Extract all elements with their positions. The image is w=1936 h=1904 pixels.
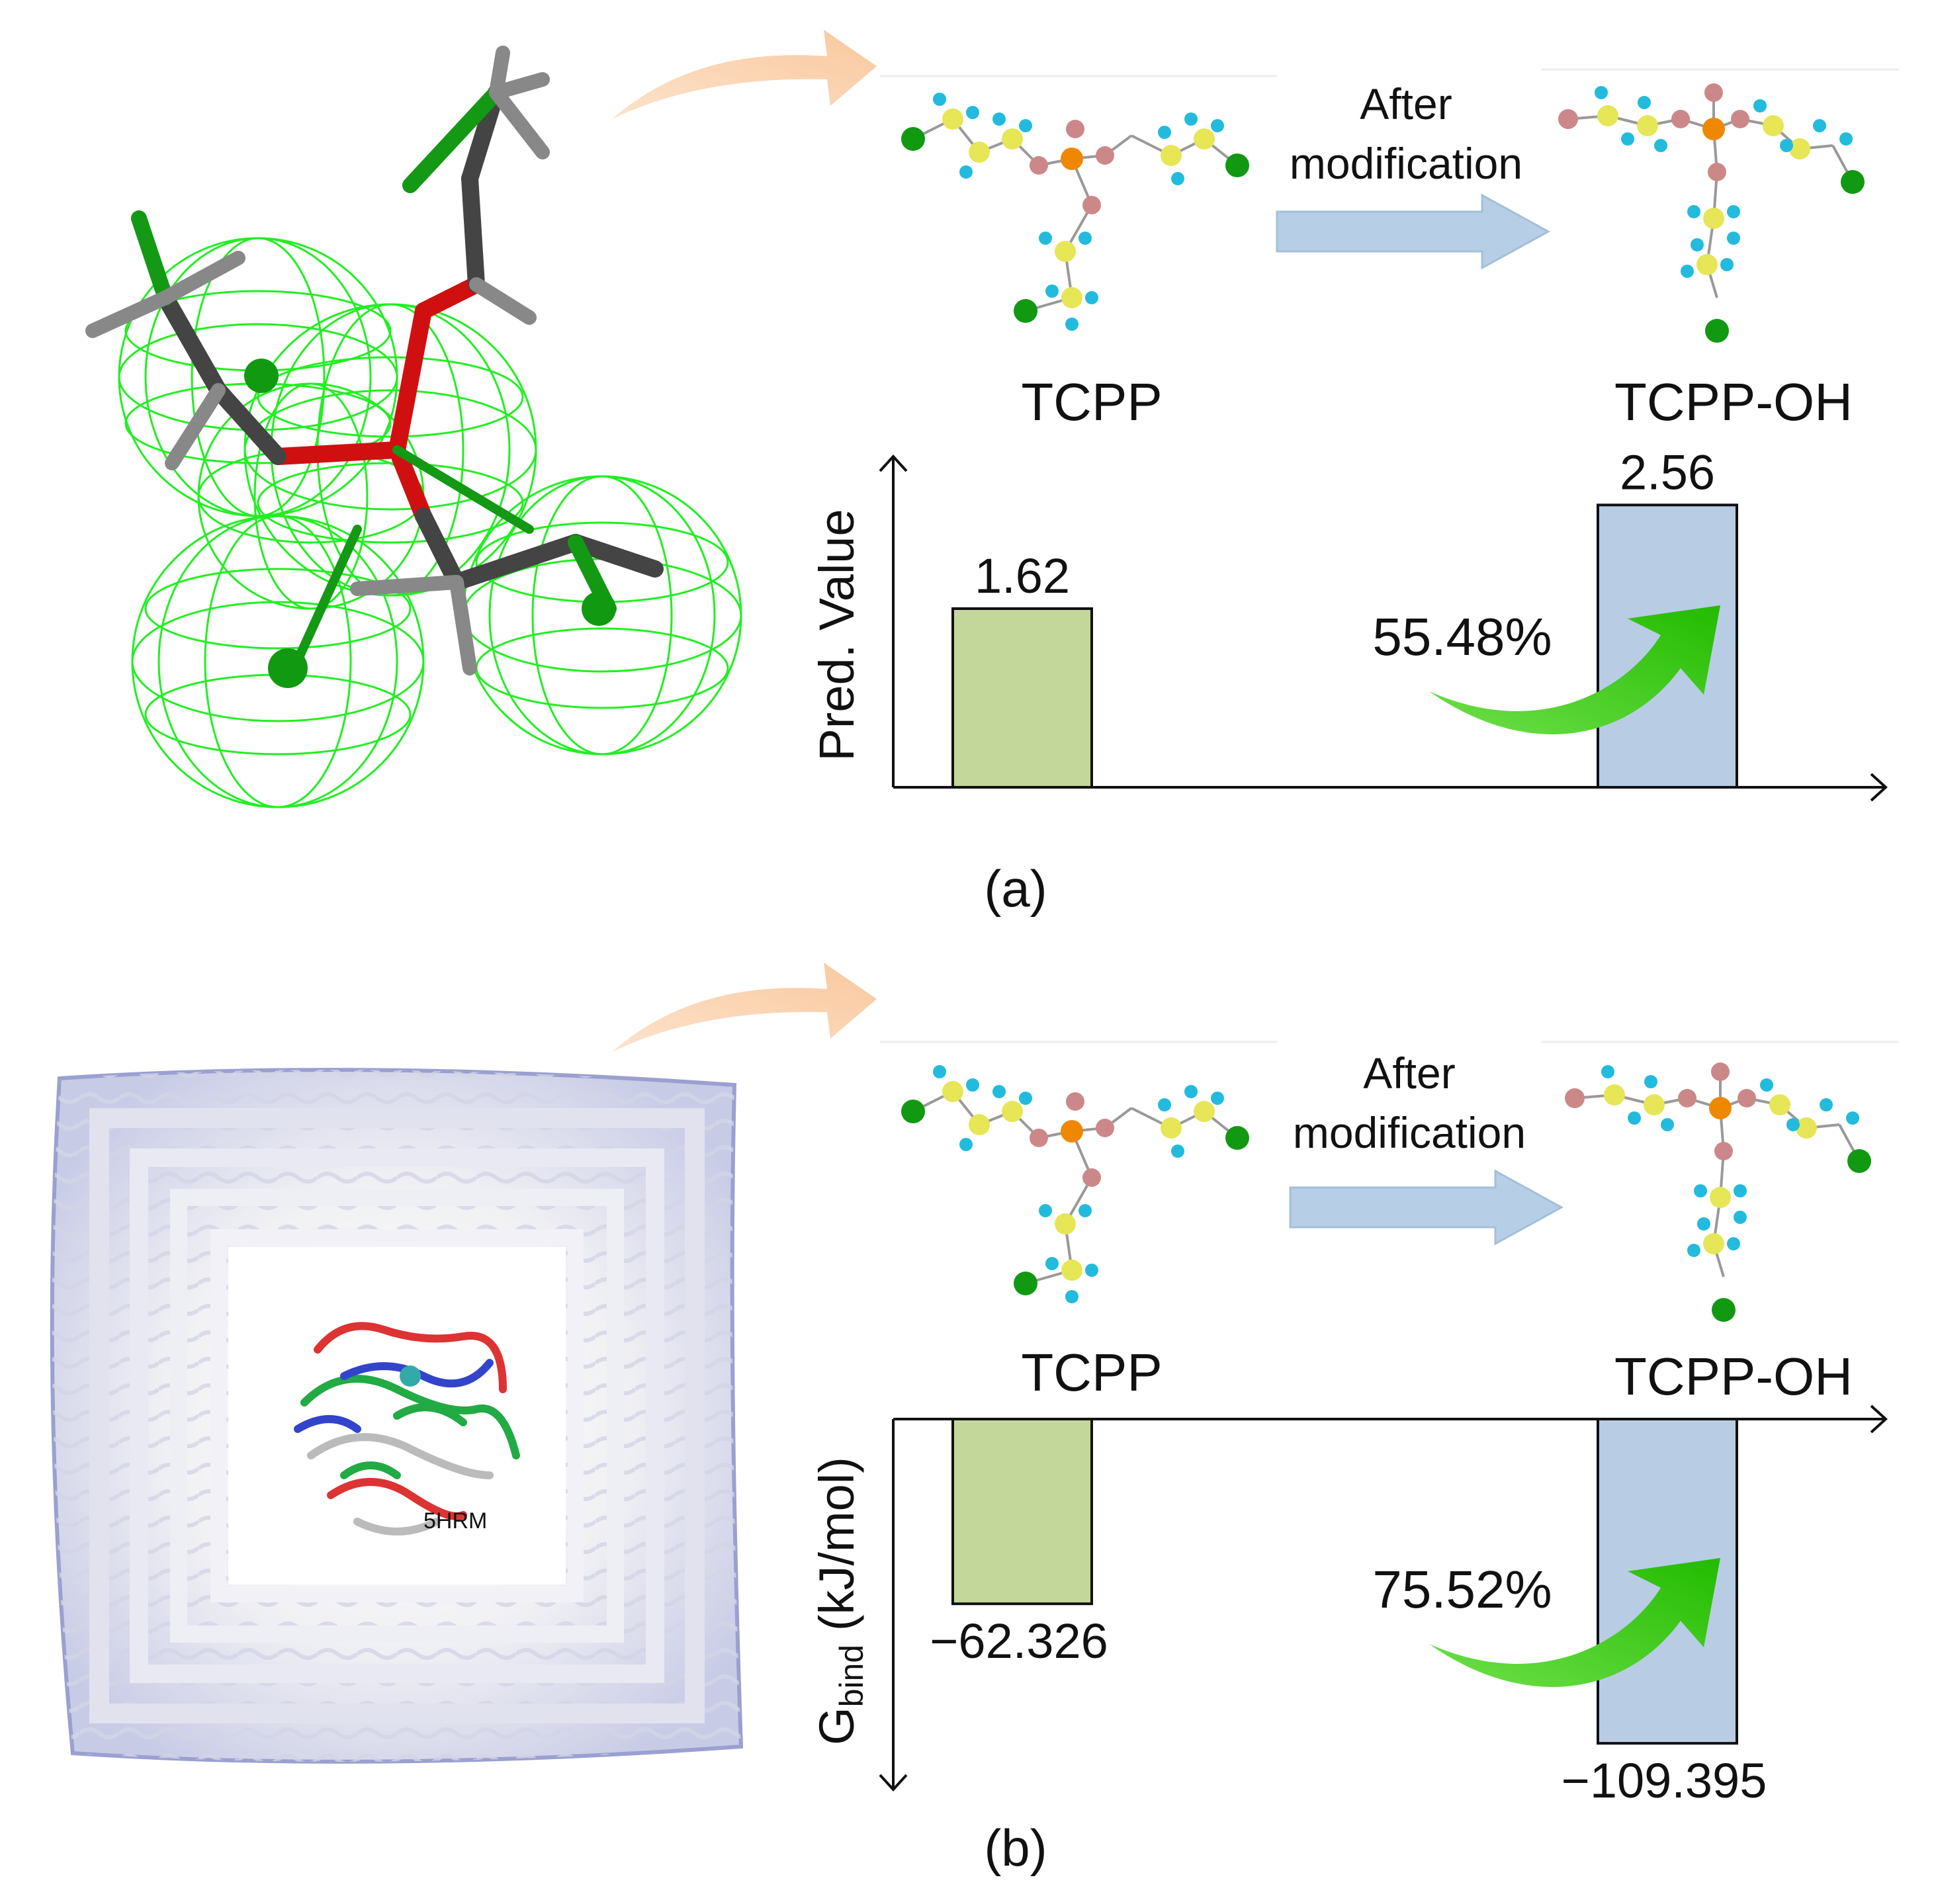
chlorine-atoms (244, 359, 616, 688)
increase-label: 55.48% (1372, 607, 1552, 666)
molecule-label-tcpp: TCPP (1021, 1343, 1162, 1402)
simulation-box-image: 5HRM (50, 1068, 744, 1764)
molecule-label-tcpp-oh: TCPP-OH (1614, 372, 1853, 431)
increase-arrow (1429, 605, 1720, 734)
tcpp-oh-molecule (1558, 83, 1865, 343)
y-axis-arrowhead (879, 454, 908, 472)
transform-label-line2: modification (1290, 139, 1522, 188)
bar-value-label: 1.62 (975, 548, 1070, 603)
transform-arrow (1289, 1169, 1564, 1246)
pharmacophore-mesh (118, 237, 742, 808)
ligand (400, 1365, 421, 1387)
tcpp-molecule (901, 1065, 1249, 1303)
y-axis-label-main: G (809, 1707, 864, 1745)
increase-arrow (1429, 1558, 1720, 1687)
curved-arrow (612, 963, 877, 1052)
y-axis-label-subscript: bind (833, 1645, 870, 1708)
chart-b: Gbind (kJ/mol) −62.326 −109.395 75.52% (809, 1405, 1888, 1808)
molecule-label-tcpp-oh: TCPP-OH (1614, 1347, 1853, 1406)
bar-value-label: 2.56 (1620, 445, 1715, 499)
panel-label-b: (b) (984, 1819, 1047, 1877)
panel-label-a: (a) (984, 859, 1047, 918)
y-axis-label-unit: (kJ/mol) (809, 1457, 864, 1645)
curved-arrow (612, 30, 877, 119)
chart-a: Pred. Value 1.62 2.56 55.48% (809, 445, 1888, 802)
bar-value-label: −109.395 (1562, 1753, 1767, 1808)
molecule-label-tcpp: TCPP (1021, 372, 1162, 431)
transform-label-line1: After (1363, 1049, 1455, 1098)
bar-tcpp (951, 1418, 1093, 1606)
transform-label-line1: After (1360, 79, 1452, 128)
tcpp-oh-molecule (1565, 1062, 1871, 1322)
bar-tcpp (951, 607, 1093, 789)
y-axis-arrowhead (879, 1774, 908, 1792)
tcpp-molecule (901, 93, 1249, 331)
y-axis-label: Pred. Value (809, 509, 864, 761)
bar-value-label: −62.326 (930, 1614, 1108, 1668)
pharmacophore-model-image (85, 46, 742, 808)
protein-ribbon (294, 1322, 520, 1536)
increase-label: 75.52% (1372, 1560, 1552, 1619)
protein-label: 5HRM (423, 1508, 487, 1534)
transform-label-line2: modification (1293, 1108, 1526, 1157)
stick-model (85, 46, 664, 679)
transform-arrow (1276, 193, 1551, 270)
x-axis-arrowhead (1870, 1405, 1888, 1434)
x-axis-arrowhead (1870, 773, 1888, 802)
y-axis-label: Gbind (kJ/mol) (809, 1457, 870, 1745)
